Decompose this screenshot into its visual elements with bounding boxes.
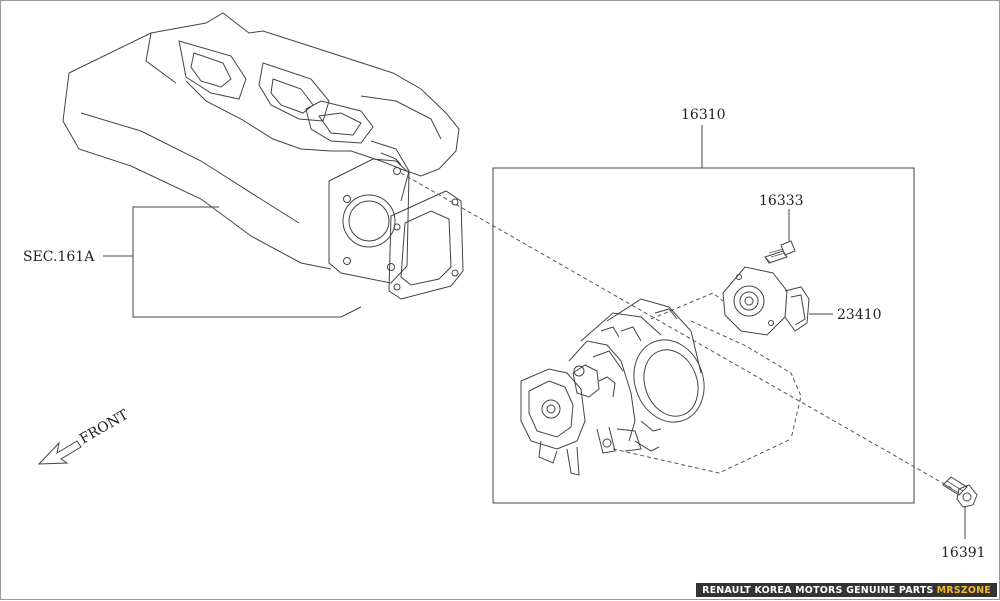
arrow-down-left-icon [37, 440, 82, 465]
bolt-16391 [942, 476, 978, 539]
section-bracket [103, 206, 362, 318]
alignment-lines [400, 172, 954, 490]
part-number-16391: 16391 [941, 545, 986, 561]
front-indicator: FRONT [37, 407, 132, 465]
section-label: SEC.161A [23, 249, 95, 265]
intake-manifold [62, 12, 464, 300]
throttle-body [520, 298, 705, 476]
front-label: FRONT [77, 407, 132, 448]
part-number-16333: 16333 [759, 193, 804, 209]
throttle-position-sensor [722, 266, 833, 336]
part-number-23410: 23410 [837, 307, 882, 323]
watermark-text: RENAULT KOREA MOTORS GENUINE PARTS [702, 584, 934, 596]
screw-16333 [764, 209, 796, 264]
watermark-brand: MRSZONE [936, 584, 991, 596]
watermark-banner: RENAULT KOREA MOTORS GENUINE PARTS MRSZO… [696, 583, 997, 597]
assembly-box [492, 125, 915, 504]
part-number-16310: 16310 [681, 107, 726, 123]
